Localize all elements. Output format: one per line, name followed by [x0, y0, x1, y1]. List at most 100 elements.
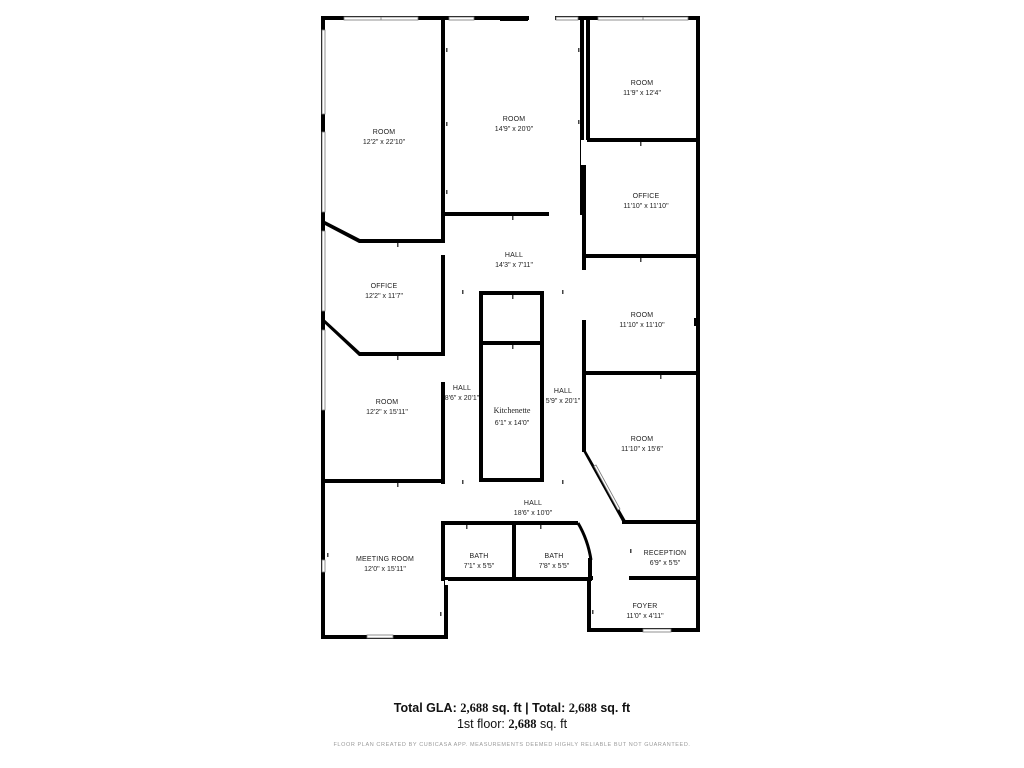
room-se-label: ROOM 11'10" x 15'6": [621, 436, 663, 453]
total-area-line: Total GLA: 2,688 sq. ft | Total: 2,688 s…: [0, 700, 1024, 716]
room-n-center-label: ROOM 14'9" x 20'0": [495, 116, 534, 133]
svg-text:12'2" x 15'11": 12'2" x 15'11": [366, 409, 408, 416]
wall-bath-2-east: [588, 558, 592, 580]
opening-room-e: [581, 270, 587, 320]
wall-office-e-west: [582, 140, 586, 256]
wall-kitchenette-right: [540, 341, 544, 482]
window-south-foyer: [642, 628, 672, 633]
wall-hall-s-south: [445, 521, 578, 525]
svg-text:12'2" x 22'10": 12'2" x 22'10": [363, 139, 406, 146]
svg-text:ROOM: ROOM: [631, 436, 654, 443]
svg-text:ROOM: ROOM: [373, 129, 396, 136]
wall-west: [321, 16, 325, 639]
hall-e-label: HALL 5'9" x 20'1": [546, 388, 581, 405]
room-ne-label: ROOM 11'9" x 12'4": [623, 80, 661, 97]
svg-text:14'9" x 20'0": 14'9" x 20'0": [495, 126, 534, 133]
meeting-room-label: MEETING ROOM 12'0" x 15'11": [356, 556, 414, 573]
opening-foyer: [593, 575, 629, 581]
window-north-2: [448, 16, 475, 21]
svg-text:ROOM: ROOM: [376, 399, 399, 406]
svg-text:RECEPTION: RECEPTION: [644, 550, 687, 557]
svg-text:11'10" x 15'6": 11'10" x 15'6": [621, 446, 663, 453]
office-w-label: OFFICE 12'2" x 11'7": [365, 283, 403, 300]
svg-text:BATH: BATH: [545, 553, 564, 560]
wall-reception-south: [588, 576, 696, 580]
svg-text:14'3" x 7'11": 14'3" x 7'11": [495, 262, 533, 269]
wall-room-se-diagonal: [583, 451, 626, 523]
svg-text:7'1" x 5'5": 7'1" x 5'5": [464, 563, 495, 570]
wall-room-w-south: [323, 479, 445, 483]
floor-value: 2,688: [508, 717, 537, 731]
svg-text:OFFICE: OFFICE: [633, 193, 660, 200]
svg-text:6'9" x 5'5": 6'9" x 5'5": [650, 560, 681, 567]
svg-text:HALL: HALL: [505, 252, 523, 259]
window-west-3: [321, 230, 326, 312]
svg-text:HALL: HALL: [554, 388, 572, 395]
opening-north-entry: [529, 15, 555, 21]
svg-text:BATH: BATH: [470, 553, 489, 560]
svg-text:HALL: HALL: [453, 385, 471, 392]
summary-separator: |: [525, 701, 529, 715]
hall-w-label: HALL 8'6" x 20'1": [445, 385, 480, 402]
svg-text:Kitchenette: Kitchenette: [494, 406, 531, 415]
svg-text:12'0" x 15'11": 12'0" x 15'11": [364, 566, 406, 573]
room-labels: ROOM 12'2" x 22'10" ROOM 14'9" x 20'0" R…: [356, 80, 686, 620]
bath-1-label: BATH 7'1" x 5'5": [464, 553, 495, 570]
reception-label: RECEPTION 6'9" x 5'5": [644, 550, 687, 567]
wall-room-ne-west: [586, 18, 590, 140]
wall-room-nw-east: [441, 18, 445, 243]
wall-meeting-east-upper: [441, 521, 445, 581]
openings: [440, 15, 629, 585]
window-south-meeting: [366, 634, 394, 639]
wall-bath-divider: [512, 523, 516, 579]
window-north-3: [555, 16, 579, 21]
total-label: Total:: [532, 701, 566, 715]
kitchenette-label: Kitchenette 6'1" x 14'0": [494, 406, 531, 427]
svg-text:11'10" x 11'10": 11'10" x 11'10": [619, 322, 665, 329]
total-value: 2,688: [568, 701, 597, 715]
floor-plan: ROOM 12'2" x 22'10" ROOM 14'9" x 20'0" R…: [321, 15, 700, 639]
wall-room-e-south: [582, 371, 698, 375]
disclaimer-text: FLOOR PLAN CREATED BY CUBICASA APP. MEAS…: [333, 742, 691, 748]
wall-kitchenette-left: [479, 341, 483, 482]
opening-office-w: [440, 243, 446, 255]
wall-room-ne-south: [586, 138, 698, 142]
wall-office-w-south: [323, 318, 445, 356]
wall-office-e-south: [582, 254, 698, 258]
svg-text:11'9" x 12'4": 11'9" x 12'4": [623, 90, 661, 97]
svg-text:18'6" x 10'0": 18'6" x 10'0": [514, 510, 553, 517]
gla-unit: sq. ft: [491, 701, 522, 715]
opening-office-e: [581, 140, 587, 165]
svg-text:8'6" x 20'1": 8'6" x 20'1": [445, 395, 480, 402]
opening-room-n: [549, 211, 580, 217]
svg-text:11'10" x 11'10": 11'10" x 11'10": [623, 203, 669, 210]
svg-text:12'2" x 11'7": 12'2" x 11'7": [365, 293, 403, 300]
wall-room-e-column: [694, 318, 700, 326]
opening-room-w: [440, 356, 446, 382]
wall-room-n-east: [580, 18, 584, 215]
floor-unit: sq. ft: [539, 717, 568, 731]
svg-text:OFFICE: OFFICE: [371, 283, 398, 290]
hall-s-label: HALL 18'6" x 10'0": [514, 500, 553, 517]
floor-area-line: 1st floor: 2,688 sq. ft: [0, 716, 1024, 732]
office-e-label: OFFICE 11'10" x 11'10": [623, 193, 669, 210]
room-w-label: ROOM 12'2" x 15'11": [366, 399, 408, 416]
wall-bath-curve: [576, 522, 593, 561]
wall-meeting-east-lower: [444, 580, 448, 639]
svg-text:MEETING ROOM: MEETING ROOM: [356, 556, 414, 563]
window-west-2: [321, 131, 326, 213]
wall-island-right-top: [540, 291, 544, 341]
opening-bath-corner: [445, 580, 448, 585]
wall-island-left-top: [479, 291, 483, 341]
window-west-5: [321, 559, 326, 573]
svg-text:7'8" x 5'5": 7'8" x 5'5": [539, 563, 570, 570]
room-nw-label: ROOM 12'2" x 22'10": [363, 129, 406, 146]
svg-text:FOYER: FOYER: [632, 603, 657, 610]
wall-kitchenette-bottom: [479, 478, 544, 482]
wall-room-n-south: [445, 212, 549, 216]
wall-room-se-west: [582, 375, 586, 452]
svg-text:5'9" x 20'1": 5'9" x 20'1": [546, 398, 581, 405]
wall-room-nw-south: [323, 220, 445, 243]
svg-text:6'1" x 14'0": 6'1" x 14'0": [495, 420, 530, 427]
north-wall-panel: [500, 16, 528, 21]
